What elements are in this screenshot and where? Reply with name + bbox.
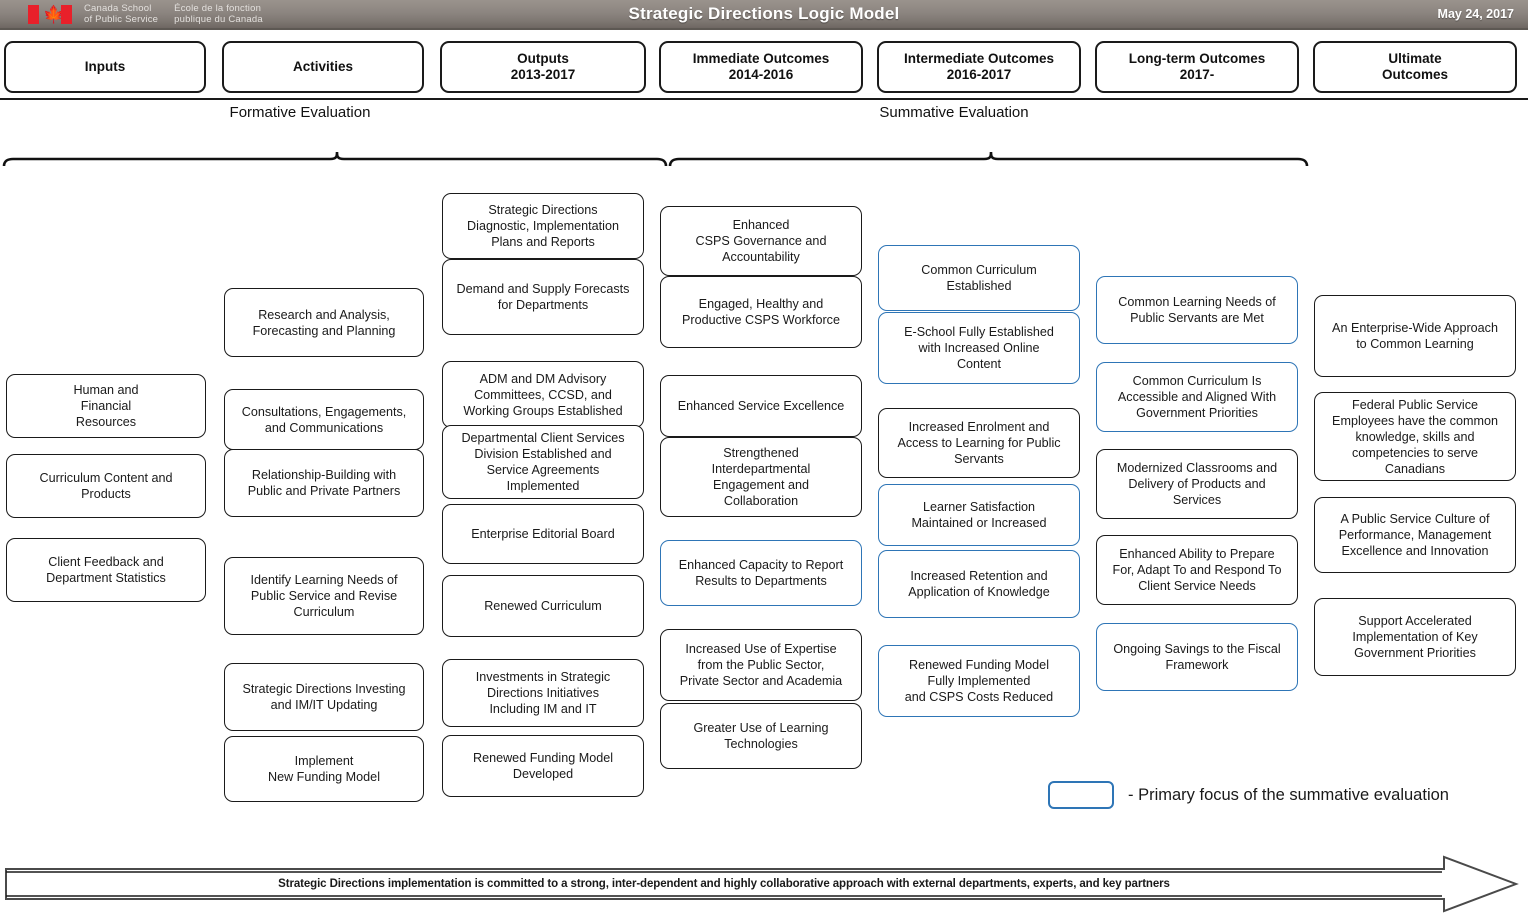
box-output-4[interactable]: Enterprise Editorial Board [442,504,644,564]
column-label: Ultimate [1388,51,1442,66]
column-header-outputs: Outputs 2013-2017 [440,41,646,93]
column-label: Activities [292,59,354,74]
column-years: 2017- [1179,67,1215,82]
arrow-shape-icon [5,855,1519,913]
column-headers: Inputs Activities Outputs 2013-2017 Imme… [0,41,1528,93]
box-immediate-outcome-2[interactable]: Enhanced Service Excellence [660,375,862,437]
column-label: Inputs [84,59,126,74]
legend: - Primary focus of the summative evaluat… [1048,781,1449,809]
column-years: Outcomes [1381,67,1449,82]
column-label: Immediate Outcomes [692,51,830,66]
header-divider-rule [0,98,1528,100]
column-label: Long-term Outcomes [1128,51,1266,66]
legend-swatch-primary-focus [1048,781,1114,809]
column-header-immediate-outcomes: Immediate Outcomes 2014-2016 [659,41,863,93]
banner-text: Strategic Directions implementation is c… [278,878,1170,890]
canada-flag-icon: 🍁 [28,4,72,24]
column-header-ultimate-outcomes: Ultimate Outcomes [1313,41,1517,93]
page-title: Strategic Directions Logic Model [628,4,900,23]
column-header-longterm-outcomes: Long-term Outcomes 2017- [1095,41,1299,93]
column-header-activities: Activities [222,41,424,93]
column-header-inputs: Inputs [4,41,206,93]
header-date: May 24, 2017 [1437,7,1514,21]
column-years: 2013-2017 [510,67,576,82]
column-label: Outputs [517,51,569,66]
box-activity-1[interactable]: Consultations, Engagements,and Communica… [224,389,424,450]
box-output-5[interactable]: Renewed Curriculum [442,575,644,637]
column-years: 2016-2017 [946,67,1012,82]
column-header-intermediate-outcomes: Intermediate Outcomes 2016-2017 [877,41,1081,93]
formative-evaluation-label: Formative Evaluation [229,104,371,121]
formative-evaluation-brace [2,151,668,167]
column-years: 2014-2016 [728,67,794,82]
box-activity-0[interactable]: Research and Analysis,Forecasting and Pl… [224,288,424,357]
column-label: Intermediate Outcomes [903,51,1055,66]
legend-label: - Primary focus of the summative evaluat… [1128,785,1449,804]
bottom-arrow-banner: Strategic Directions implementation is c… [4,855,1524,913]
summative-evaluation-brace [668,151,1309,167]
summative-evaluation-label: Summative Evaluation [879,104,1029,121]
